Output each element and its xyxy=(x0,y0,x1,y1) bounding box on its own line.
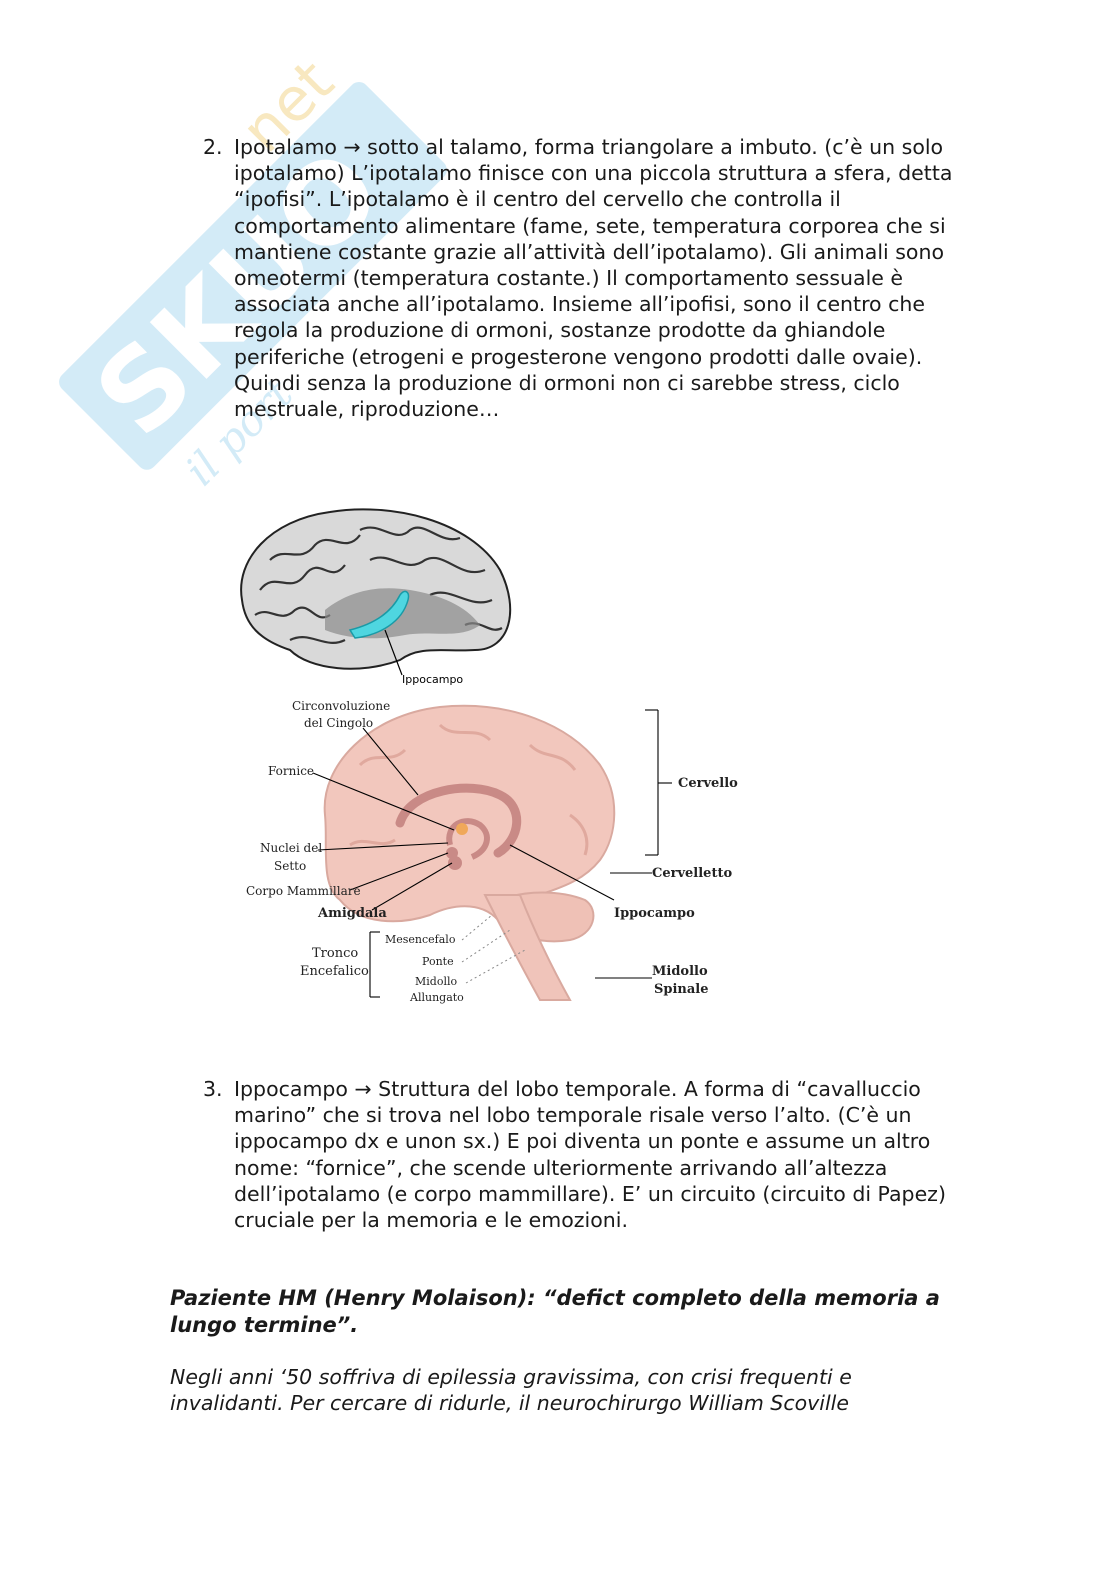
label-cingolo-2: del Cingolo xyxy=(304,716,373,730)
label-nuclei-2: Setto xyxy=(274,859,306,873)
label-midollo-spinale-2: Spinale xyxy=(654,982,709,997)
ippocampo-label: Ippocampo xyxy=(402,673,463,686)
hm-paragraph: Negli anni ‘50 soffriva di epilessia gra… xyxy=(170,1365,852,1416)
label-cervelletto: Cervelletto xyxy=(652,866,732,881)
hm-heading: Paziente HM (Henry Molaison): “defict co… xyxy=(170,1286,940,1337)
label-cervello: Cervello xyxy=(678,776,738,791)
label-amigdala: Amigdala xyxy=(317,906,387,921)
label-fornice: Fornice xyxy=(268,764,314,778)
brain-sagittal-figure: Circonvoluzione del Cingolo Fornice Nucl… xyxy=(246,699,738,1004)
label-tronco-1: Tronco xyxy=(312,946,358,961)
label-nuclei-1: Nuclei del xyxy=(260,841,322,855)
label-ippocampo: Ippocampo xyxy=(614,906,695,921)
list-item-ipotalamo: 2. Ipotalamo → sotto al talamo, forma tr… xyxy=(203,134,963,422)
label-tronco-2: Encefalico xyxy=(300,964,369,979)
list-item-text: Ippocampo → Struttura del lobo temporale… xyxy=(234,1077,946,1233)
list-item-text: Ipotalamo → sotto al talamo, forma trian… xyxy=(234,135,953,422)
hippocampus-highlight xyxy=(348,590,410,639)
brain-lateral-figure: Ippocampo xyxy=(240,508,512,686)
label-ponte: Ponte xyxy=(422,955,454,968)
label-midollo-allungato-1: Midollo xyxy=(415,975,457,988)
list-number: 2. xyxy=(203,135,223,159)
label-midollo-spinale-1: Midollo xyxy=(652,964,708,979)
label-mesencefalo: Mesencefalo xyxy=(385,933,456,946)
label-midollo-allungato-2: Allungato xyxy=(409,991,464,1004)
list-number: 3. xyxy=(203,1077,223,1101)
label-cingolo-1: Circonvoluzione xyxy=(292,699,390,713)
label-corpo: Corpo Mammillare xyxy=(246,884,361,898)
list-item-ippocampo: 3. Ippocampo → Struttura del lobo tempor… xyxy=(203,1076,963,1233)
